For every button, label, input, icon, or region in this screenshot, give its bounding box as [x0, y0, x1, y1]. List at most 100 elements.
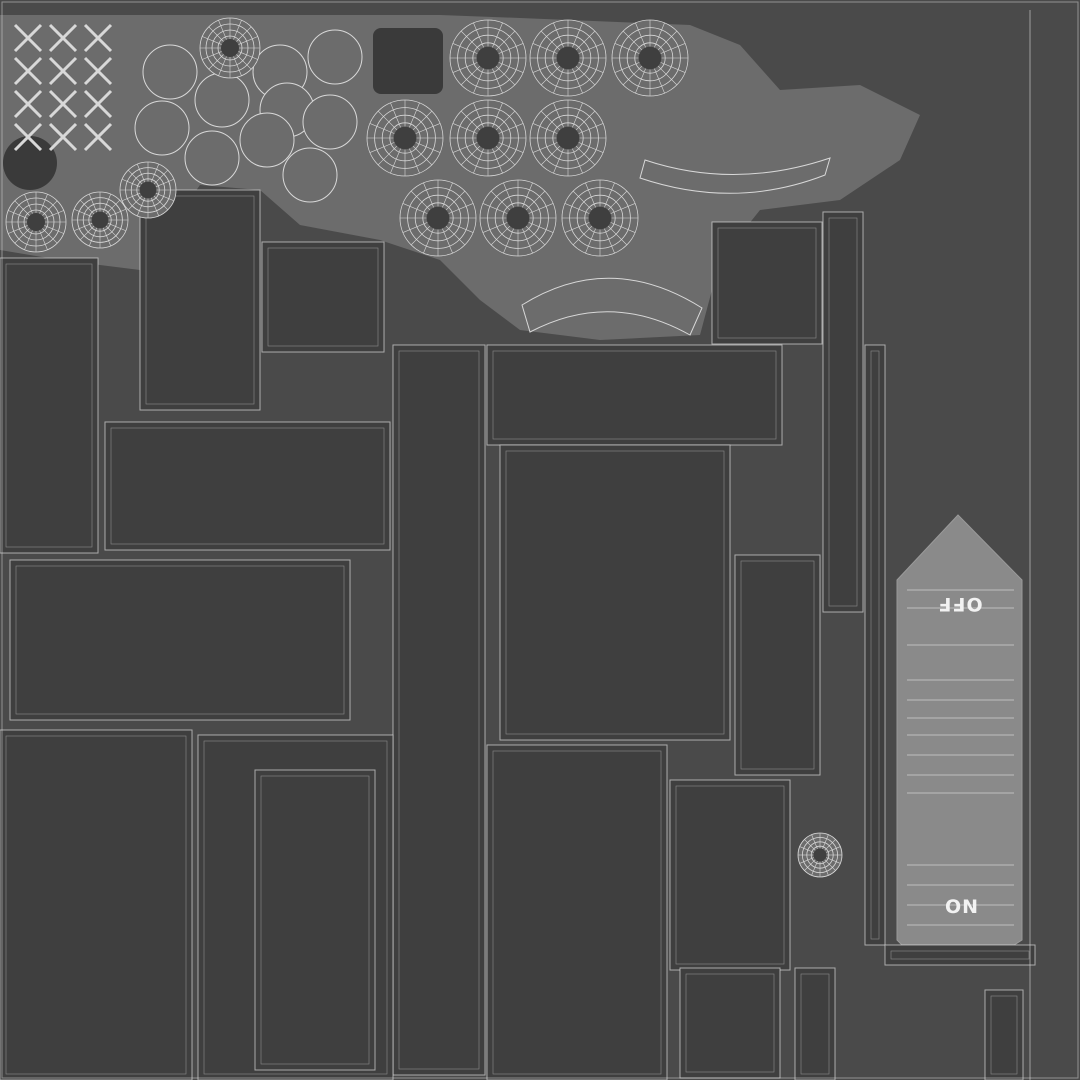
wheel-spoke: [525, 190, 546, 211]
uv-wheel: [366, 99, 444, 177]
wheel-spoke: [473, 102, 484, 128]
wheel-spoke: [202, 51, 222, 60]
uv-panel-inset: [717, 227, 817, 339]
uv-panel-inset: [505, 450, 725, 735]
uv-panel-inset: [675, 785, 785, 965]
uv-circle: [239, 112, 295, 168]
wheel-spoke: [445, 190, 466, 211]
wheel-spoke: [495, 110, 516, 131]
wheel-spoke: [495, 145, 516, 166]
wheel-spoke: [503, 228, 514, 254]
wheel-spoke: [153, 195, 169, 211]
wheel-spoke: [14, 200, 30, 216]
wheel-hub: [476, 46, 500, 70]
wheel-spoke: [578, 62, 604, 73]
wheel-spoke: [442, 228, 453, 254]
wheel-spoke: [811, 834, 818, 850]
wheel-spoke: [572, 68, 583, 94]
wheel-spoke: [452, 123, 478, 134]
wheel-spoke: [575, 145, 596, 166]
wheel-spoke: [39, 230, 48, 250]
wheel-spoke: [369, 123, 395, 134]
wheel-spoke: [528, 222, 554, 233]
wheel-spoke: [804, 839, 816, 851]
wheel-spoke: [654, 22, 665, 48]
wheel-spoke: [553, 148, 564, 174]
uv-circle: [142, 44, 198, 100]
x-cross-shape: [48, 122, 78, 152]
wheel-spoke: [804, 859, 816, 871]
wheel-spoke: [492, 68, 503, 94]
wheel-spoke: [107, 222, 126, 231]
wheel-spoke: [503, 182, 514, 208]
wheel-spoke: [799, 857, 815, 864]
wheel-spoke: [233, 56, 242, 76]
uv-panel-inset: [398, 350, 480, 1070]
wheel-spoke: [572, 225, 593, 246]
wheel-spoke: [572, 148, 583, 174]
wheel-spoke: [522, 182, 533, 208]
uv-circle: [184, 130, 240, 186]
uv-circle: [134, 100, 190, 156]
wheel-spoke: [575, 30, 596, 51]
wheel-spoke: [452, 62, 478, 73]
wheel-spoke: [540, 65, 561, 86]
wheel-spoke: [402, 203, 428, 214]
wheel-spoke: [528, 203, 554, 214]
wheel-hub: [506, 206, 530, 230]
wheel-spoke: [460, 30, 481, 51]
uv-panel: [139, 189, 261, 411]
wheel-spoke: [452, 142, 478, 153]
uv-wheel: [561, 179, 639, 257]
x-cross-shape: [13, 23, 43, 53]
wheel-spoke: [14, 228, 30, 244]
wheel-spoke: [495, 65, 516, 86]
curved-strip: [521, 277, 703, 336]
uv-circle: [282, 147, 338, 203]
wheel-spoke: [657, 65, 678, 86]
wheel-hub: [91, 211, 109, 229]
uv-panel-inset: [110, 427, 385, 545]
wheel-spoke: [79, 225, 95, 241]
wheel-spoke: [654, 68, 665, 94]
uv-wheel: [71, 191, 129, 249]
wheel-spoke: [553, 22, 564, 48]
wheel-spoke: [452, 43, 478, 54]
wheel-spoke: [208, 54, 224, 70]
wheel-spoke: [79, 199, 95, 215]
uv-panel-inset: [260, 775, 370, 1065]
uv-panel-inset: [828, 217, 858, 607]
uv-panel: [254, 769, 376, 1071]
wheel-hub: [139, 181, 157, 199]
uv-panel: [984, 989, 1024, 1080]
wheel-spoke: [553, 68, 564, 94]
wheel-spoke: [105, 199, 121, 215]
wheel-hub: [426, 206, 450, 230]
wheel-spoke: [822, 834, 829, 850]
wheel-hub: [638, 46, 662, 70]
x-cross-shape: [83, 23, 113, 53]
wheel-spoke: [42, 228, 58, 244]
wheel-spoke: [822, 860, 829, 876]
wheel-spoke: [415, 123, 441, 134]
wheel-spoke: [564, 203, 590, 214]
wheel-spoke: [410, 225, 431, 246]
wheel-spoke: [610, 203, 636, 214]
curved-strip: [639, 157, 831, 194]
wheel-spoke: [137, 197, 146, 216]
wheel-spoke: [423, 182, 434, 208]
x-cross-shape: [83, 122, 113, 152]
wheel-spoke: [412, 110, 433, 131]
switch-label-off: OFF: [937, 593, 982, 615]
wheel-spoke: [238, 51, 258, 60]
wheel-spoke: [482, 222, 508, 233]
wheel-spoke: [495, 30, 516, 51]
uv-panel: [104, 421, 391, 551]
wheel-spoke: [442, 182, 453, 208]
wheel-spoke: [498, 62, 524, 73]
wheel-spoke: [572, 22, 583, 48]
wheel-spoke: [155, 192, 174, 201]
wheel-spoke: [89, 227, 98, 246]
uv-panel: [822, 211, 864, 613]
